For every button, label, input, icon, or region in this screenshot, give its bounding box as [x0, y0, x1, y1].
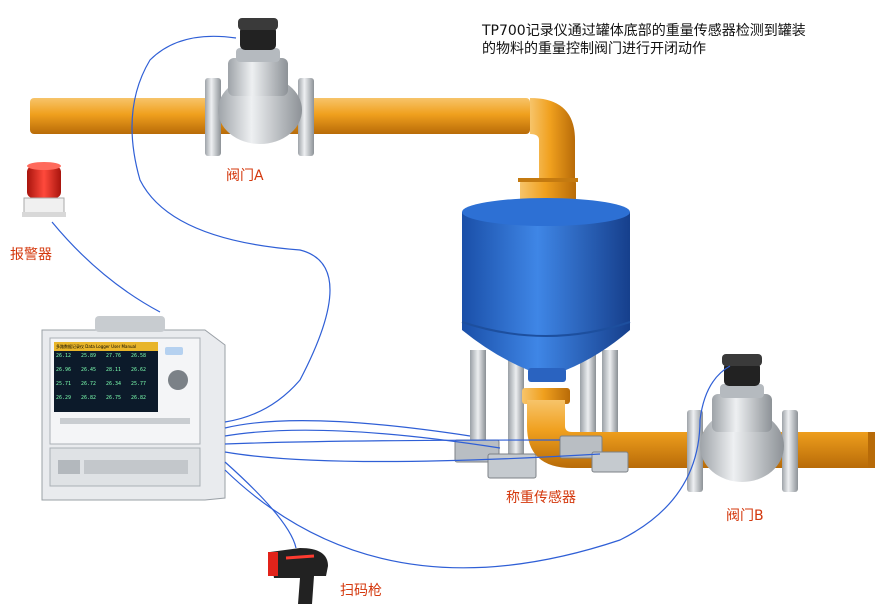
valve-b-icon [687, 354, 798, 492]
recorder-reading: 26.58 [131, 353, 147, 359]
recorder-device [41, 316, 226, 501]
valve-a-label: 阀门A [226, 168, 264, 184]
weight-sensor-label: 称重传感器 [506, 490, 576, 506]
recorder-reading: 26.82 [131, 395, 147, 401]
description-line-2: 的物料的重量控制阀门进行开闭动作 [482, 41, 706, 57]
description-line-1: TP700记录仪通过罐体底部的重量传感器检测到罐装 [482, 23, 806, 39]
description-text: TP700记录仪通过罐体底部的重量传感器检测到罐装 的物料的重量控制阀门进行开闭… [482, 22, 862, 58]
recorder-reading: 27.76 [106, 353, 122, 359]
recorder-reading: 26.72 [81, 381, 97, 387]
valve-b-label: 阀门B [726, 508, 764, 524]
recorder-reading: 26.75 [106, 395, 122, 401]
recorder-reading: 26.82 [81, 395, 97, 401]
recorder-readings: 26.12 25.89 27.76 26.58 26.96 26.45 28.11 26.62… [56, 353, 156, 411]
recorder-reading: 25.77 [131, 381, 147, 387]
tank-icon [461, 198, 631, 460]
recorder-reading: 25.71 [56, 381, 72, 387]
recorder-reading: 26.62 [131, 367, 147, 373]
valve-a-icon [205, 18, 314, 156]
recorder-reading: 26.34 [106, 381, 122, 387]
recorder-reading: 25.89 [81, 353, 97, 359]
recorder-reading: 26.45 [81, 367, 97, 373]
alarm-label: 报警器 [10, 247, 52, 263]
signal-wires [51, 35, 731, 569]
scanner-label: 扫码枪 [340, 583, 382, 599]
recorder-screen-header: 多路数据记录仪 Data Logger User Manual [56, 344, 137, 349]
recorder-screen [54, 342, 158, 412]
weight-sensor-icon [454, 435, 629, 479]
recorder-reading: 26.96 [56, 367, 72, 373]
recorder-reading: 26.12 [56, 353, 72, 359]
scanner-icon [268, 548, 328, 604]
recorder-reading: 26.29 [56, 395, 72, 401]
alarm-icon [22, 162, 66, 217]
recorder-reading: 28.11 [106, 367, 122, 373]
